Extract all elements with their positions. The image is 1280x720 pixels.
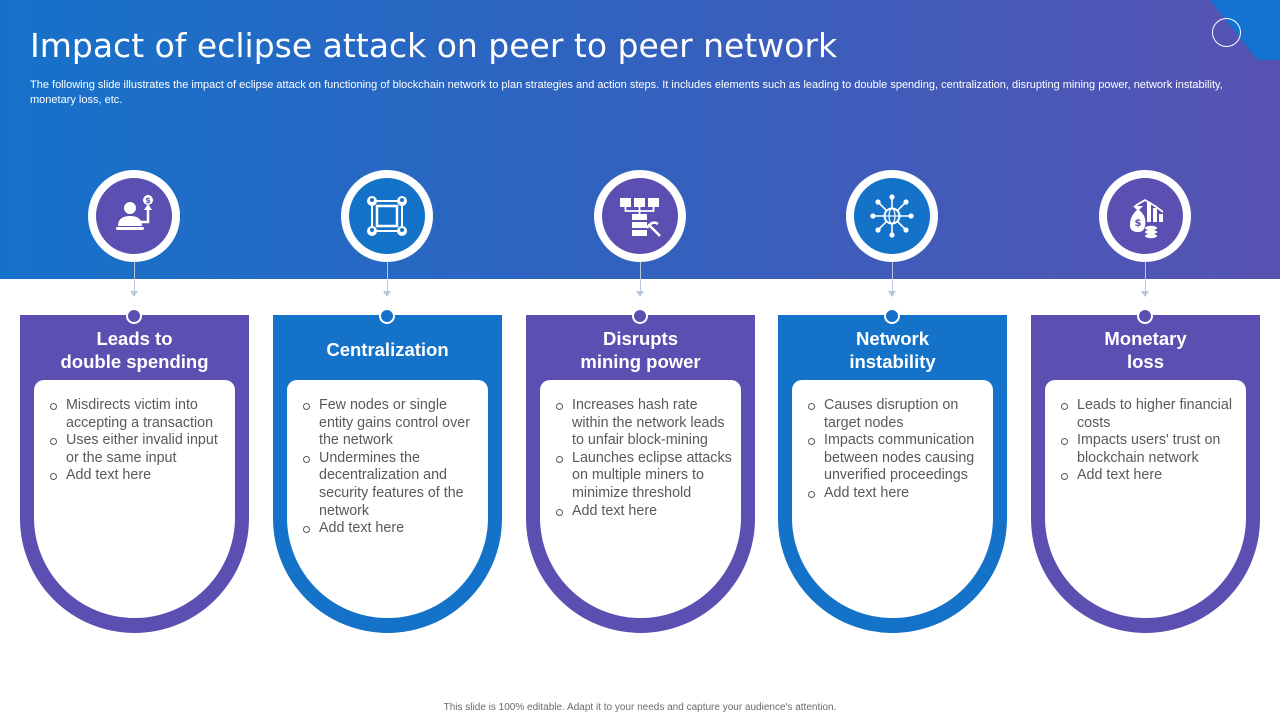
connector-dot [379,308,395,324]
card-double-spending: $ Leads to double spending Misdirects vi… [20,170,249,640]
footer-note: This slide is 100% editable. Adapt it to… [443,702,837,713]
card-panel: Centralization Few nodes or single entit… [273,315,502,633]
connector-line [1145,262,1146,296]
person-money-growth-icon: $ [96,178,172,254]
bullet-list: Misdirects victim into accepting a trans… [48,397,227,485]
bullet-item: Add text here [1059,467,1238,485]
card-title: Leads to double spending [60,328,209,372]
bullet-item: Impacts communication between nodes caus… [806,432,985,485]
card-panel: Disrupts mining power Increases hash rat… [526,315,755,633]
card-body: Leads to higher financial costs Impacts … [1045,380,1246,618]
bullet-item: Leads to higher financial costs [1059,397,1238,432]
connector-dot [884,308,900,324]
card-centralization: Centralization Few nodes or single entit… [273,170,502,640]
bullet-list: Leads to higher financial costs Impacts … [1059,397,1238,485]
connector-line [892,262,893,296]
icon-badge [846,170,938,262]
connector-dot [126,308,142,324]
bullet-item: Increases hash rate within the network l… [554,397,733,450]
card-panel: Network instability Causes disruption on… [778,315,1007,633]
server-mining-icon [602,178,678,254]
card-title: Centralization [326,339,449,360]
bullet-list: Few nodes or single entity gains control… [301,397,480,538]
bullet-item: Impacts users' trust on blockchain netwo… [1059,432,1238,467]
card-panel: Monetary loss Leads to higher financial … [1031,315,1260,633]
connector-dot [632,308,648,324]
icon-badge: $ [88,170,180,262]
page-title: Impact of eclipse attack on peer to peer… [30,26,838,65]
card-monetary-loss: $ Monetary loss Leads to higher financia… [1031,170,1260,640]
money-bag-chart-icon: $ [1107,178,1183,254]
connector-arrow [636,291,644,297]
icon-badge: $ [1099,170,1191,262]
connector-arrow [130,291,138,297]
bullet-item: Uses either invalid input or the same in… [48,432,227,467]
connector-line [640,262,641,296]
bullet-item: Few nodes or single entity gains control… [301,397,480,450]
bullet-item: Add text here [554,503,733,521]
icon-badge [341,170,433,262]
card-title: Network instability [849,328,936,372]
global-network-icon [854,178,930,254]
svg-text:$: $ [1135,218,1142,229]
page-subtitle: The following slide illustrates the impa… [30,79,1223,106]
svg-text:$: $ [145,196,151,205]
card-body: Misdirects victim into accepting a trans… [34,380,235,618]
icon-badge [594,170,686,262]
card-network-instability: Network instability Causes disruption on… [778,170,1007,640]
connector-arrow [1141,291,1149,297]
bullet-item: Misdirects victim into accepting a trans… [48,397,227,432]
connector-arrow [888,291,896,297]
card-body: Causes disruption on target nodes Impact… [792,380,993,618]
bullet-list: Causes disruption on target nodes Impact… [806,397,985,503]
bullet-list: Increases hash rate within the network l… [554,397,733,520]
bullet-item: Add text here [301,520,480,538]
card-body: Increases hash rate within the network l… [540,380,741,618]
corner-ring [1212,18,1241,47]
bullet-item: Causes disruption on target nodes [806,397,985,432]
bullet-item: Undermines the decentralization and secu… [301,450,480,520]
network-nodes-icon [349,178,425,254]
card-title: Monetary loss [1104,328,1187,372]
bullet-item: Add text here [48,467,227,485]
card-mining-power: Disrupts mining power Increases hash rat… [526,170,755,640]
connector-arrow [383,291,391,297]
card-title: Disrupts mining power [580,328,701,372]
connector-line [134,262,135,296]
bullet-item: Add text here [806,485,985,503]
card-panel: Leads to double spending Misdirects vict… [20,315,249,633]
connector-line [387,262,388,296]
bullet-item: Launches eclipse attacks on multiple min… [554,450,733,503]
card-body: Few nodes or single entity gains control… [287,380,488,618]
connector-dot [1137,308,1153,324]
